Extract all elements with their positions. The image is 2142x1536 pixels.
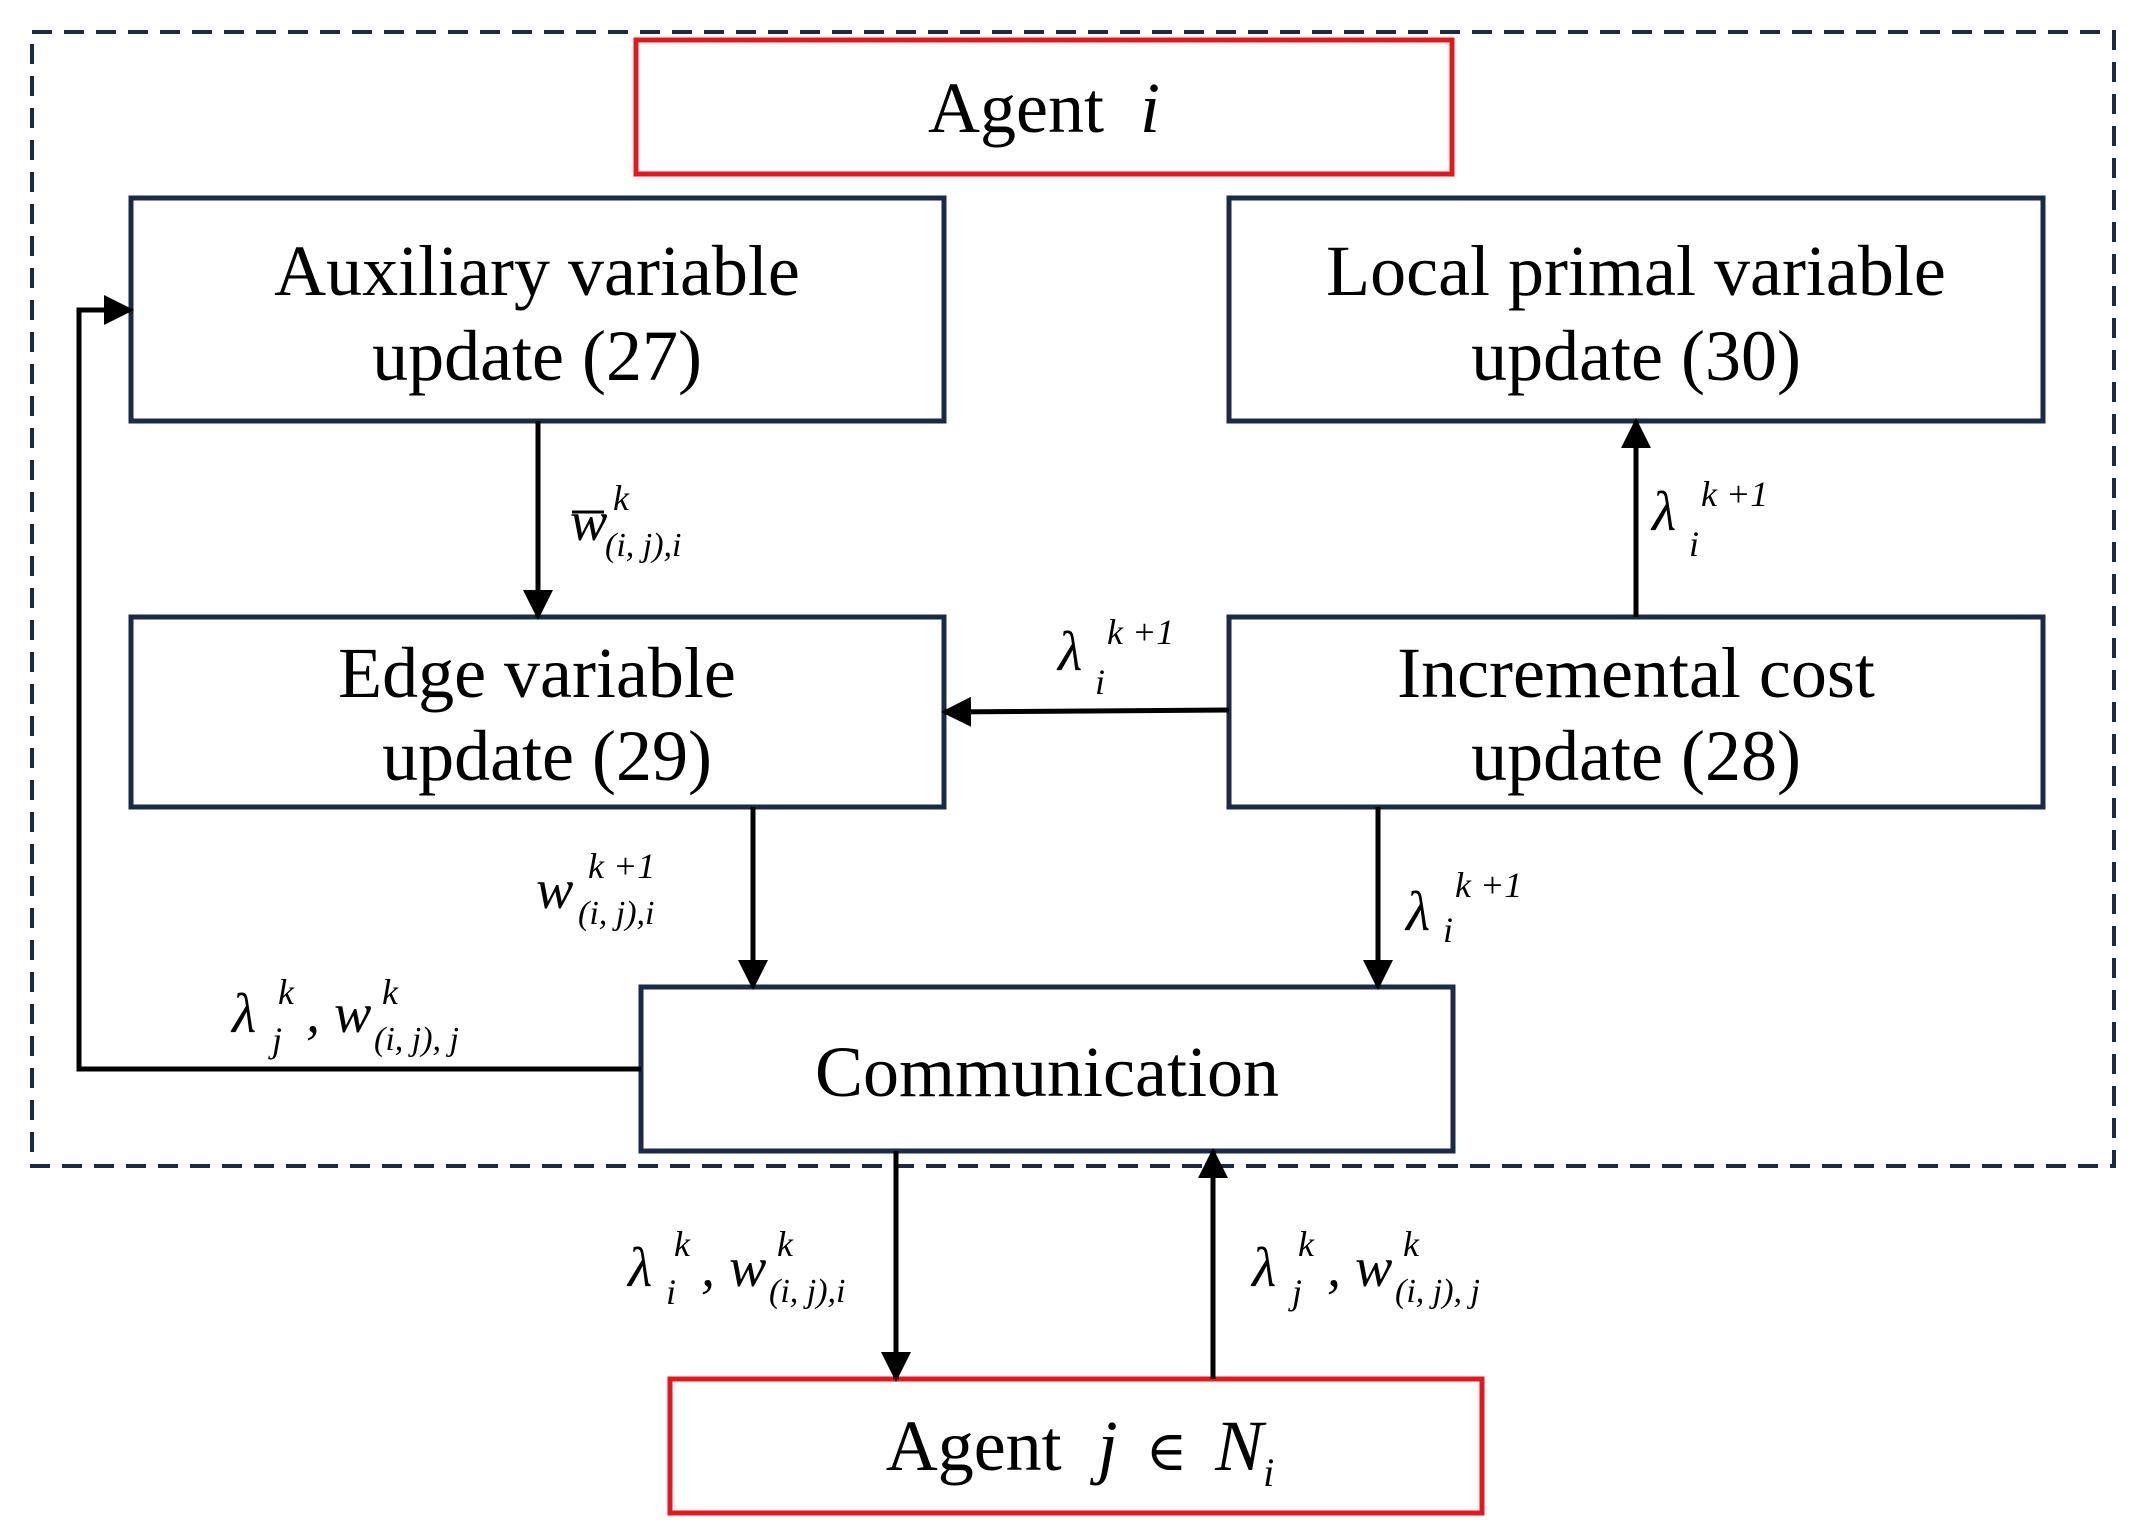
label-in-w: w (1355, 1237, 1392, 1299)
label-in-w-sup: k (1403, 1224, 1420, 1264)
label-feedback-w-sub: (i, j), j (374, 1021, 459, 1058)
incremental-line2: update (28) (1471, 716, 1801, 796)
label-lambda-left: λ k +1 i (1056, 612, 1174, 702)
label-in-j: λ k j , w k (i, j), j (1250, 1224, 1480, 1312)
arrow-incremental-to-edge (941, 696, 1230, 727)
label-lambda-left-sub: i (1095, 662, 1105, 702)
communication-box: Communication (638, 984, 1456, 1154)
label-w-edge: w k +1 (i, j),i (536, 846, 655, 932)
auxiliary-line1: Auxiliary variable (274, 231, 800, 311)
label-lambda-down: λ k +1 i (1404, 865, 1522, 950)
label-out-lambda-sup: k (674, 1224, 691, 1264)
agent-i-var: i (1140, 68, 1160, 148)
agent-j-set: N (1214, 1406, 1267, 1486)
label-lambda-up: λ k +1 i (1650, 474, 1768, 564)
label-w-edge-sub: (i, j),i (578, 895, 654, 932)
label-wbar-base: w (570, 491, 607, 553)
svg-text:Agent i: Agent i (928, 68, 1160, 148)
label-out-w: w (729, 1237, 766, 1299)
label-lambda-left-base: λ (1056, 621, 1082, 683)
agent-j-box: Agent j ∈ Ni (667, 1376, 1485, 1516)
local-primal-line2: update (30) (1471, 316, 1801, 396)
label-lambda-down-sub: i (1443, 910, 1453, 950)
label-feedback-lambda-sub: j (268, 1020, 282, 1060)
edge-line1: Edge variable (338, 633, 736, 713)
label-lambda-up-sup: k +1 (1701, 474, 1768, 514)
agent-j-set-sub: i (1263, 1450, 1274, 1495)
arrow-communication-to-aux (76, 295, 641, 1072)
agent-j-rel: ∈ (1146, 1421, 1187, 1483)
label-in-lambda-sup: k (1298, 1224, 1315, 1264)
label-wbar-sup: k (613, 478, 630, 518)
label-out-sep: , (701, 1237, 715, 1299)
label-lambda-down-sup: k +1 (1455, 865, 1522, 905)
label-lambda-down-base: λ (1404, 881, 1430, 943)
label-lambda-up-sub: i (1689, 524, 1699, 564)
auxiliary-variable-box: Auxiliary variable update (27) (128, 195, 947, 424)
label-in-w-sub: (i, j), j (1395, 1273, 1480, 1310)
incremental-cost-box: Incremental cost update (28) (1226, 614, 2046, 810)
auxiliary-line2: update (27) (372, 316, 702, 396)
label-feedback-sep: , (306, 983, 320, 1045)
label-out-lambda: λ (626, 1237, 652, 1299)
label-wbar-sub: (i, j),i (605, 527, 681, 564)
label-lambda-left-sup: k +1 (1107, 612, 1174, 652)
agent-i-boundary (30, 30, 2116, 1168)
label-lambda-up-base: λ (1650, 481, 1676, 543)
label-feedback-w: w (334, 983, 371, 1045)
incremental-line1: Incremental cost (1397, 633, 1875, 713)
label-w-edge-base: w (536, 859, 573, 921)
local-primal-line1: Local primal variable (1326, 231, 1946, 311)
label-w-edge-sup: k +1 (588, 846, 655, 886)
local-primal-variable-box: Local primal variable update (30) (1226, 195, 2046, 424)
agent-j-word: Agent (886, 1406, 1062, 1486)
agent-i-word: Agent (928, 68, 1104, 148)
label-feedback-lambda-sup: k (278, 972, 295, 1012)
label-out-lambda-sub: i (666, 1272, 676, 1312)
label-feedback: λ k j , w k (i, j), j (230, 972, 459, 1060)
label-out-i: λ k i , w k (i, j),i (626, 1224, 845, 1312)
label-wbar: w k (i, j),i (570, 478, 681, 564)
label-out-w-sup: k (777, 1224, 794, 1264)
label-feedback-w-sup: k (382, 972, 399, 1012)
communication-label: Communication (815, 1032, 1279, 1112)
label-in-sep: , (1327, 1237, 1341, 1299)
agent-i-box: Agent i (633, 37, 1455, 177)
label-feedback-lambda: λ (230, 983, 256, 1045)
label-in-lambda-sub: j (1288, 1272, 1302, 1312)
svg-text:Agent j ∈ Ni: Agent j ∈ Ni (886, 1406, 1275, 1495)
label-out-w-sub: (i, j),i (769, 1273, 845, 1310)
label-in-lambda: λ (1250, 1237, 1276, 1299)
edge-variable-box: Edge variable update (29) (128, 614, 947, 810)
edge-line2: update (29) (382, 716, 712, 796)
